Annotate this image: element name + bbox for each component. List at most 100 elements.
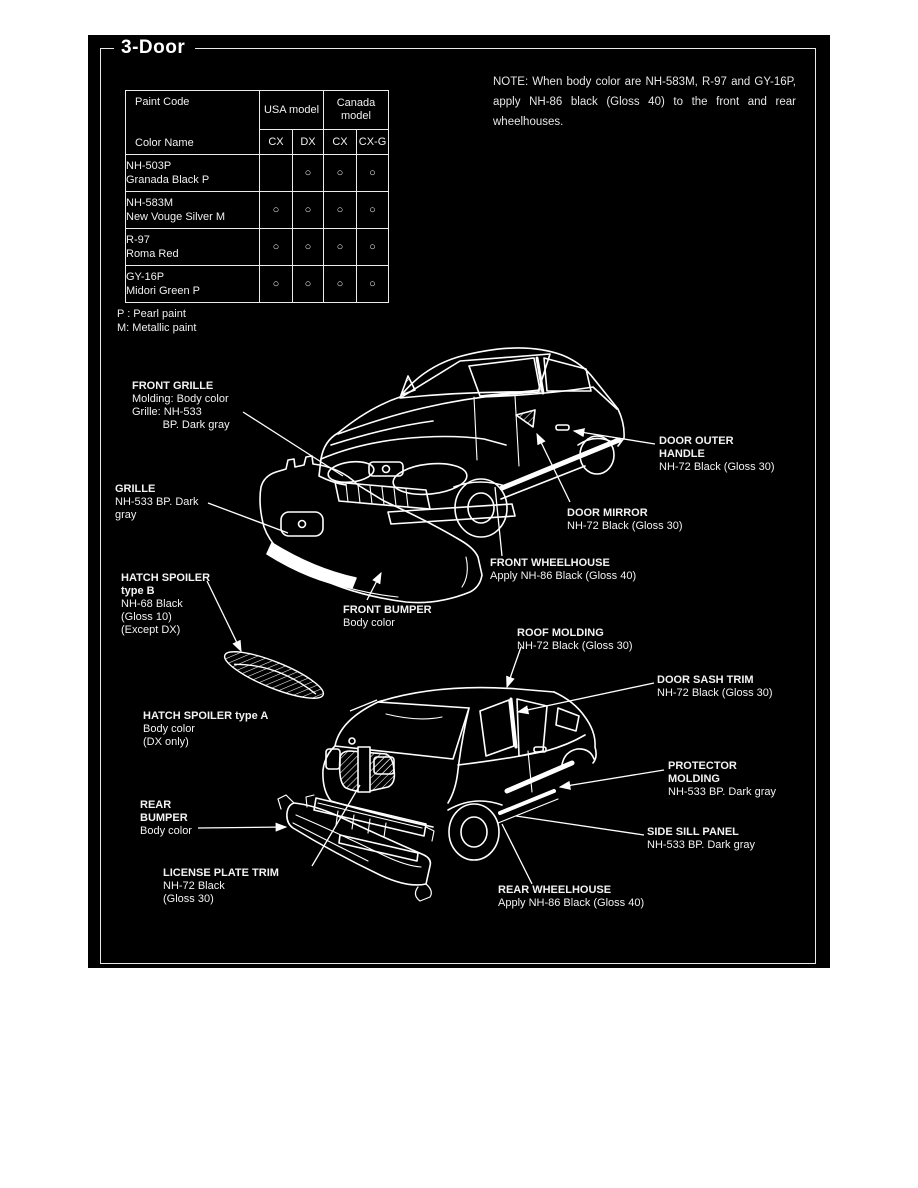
label-front-grille: FRONT GRILLE Molding: Body color Grille:…: [132, 380, 230, 432]
label-title: DOOR MIRROR: [567, 507, 648, 519]
label-front-bumper: FRONT BUMPER Body color: [343, 604, 432, 630]
leader-front-bumper: [367, 571, 382, 600]
mark-cell: ○: [356, 265, 389, 303]
leader-protector-molding: [558, 770, 664, 790]
leader-hatch-spoiler-a: [350, 700, 377, 711]
mark-cell: ○: [356, 154, 389, 192]
paint-code-table: Paint Code Color Name USA model Canada m…: [125, 90, 389, 303]
page-frame: [100, 48, 816, 964]
label-title: LICENSE PLATE TRIM: [163, 867, 279, 879]
label-title: ROOF MOLDING: [517, 627, 604, 639]
leader-front-grille: [243, 412, 343, 476]
note-text: NOTE: When body color are NH-583M, R-97 …: [493, 76, 796, 128]
label-hatch-spoiler-type-a: HATCH SPOILER type A Body color (DX only…: [143, 710, 268, 749]
table-row: NH-503P Granada Black P ○ ○ ○: [125, 154, 389, 192]
color-name: Midori Green P: [126, 285, 200, 297]
label-hatch-spoiler-type-b: HATCH SPOILER type B NH-68 Black (Gloss …: [121, 572, 210, 637]
label-title: SIDE SILL PANEL: [647, 826, 739, 838]
front-bumper-drawing: [260, 456, 482, 603]
label-roof-molding: ROOF MOLDING NH-72 Black (Gloss 30): [517, 627, 633, 653]
mark-cell: ○: [292, 154, 324, 192]
mark-cell: ○: [259, 191, 293, 229]
label-license-plate-trim: LICENSE PLATE TRIM NH-72 Black (Gloss 30…: [163, 867, 279, 906]
label-detail: NH-533 BP. Dark gray: [647, 839, 756, 851]
label-detail: Molding: Body color Grille: NH-533 BP. D…: [132, 393, 230, 431]
label-detail: NH-72 Black (Gloss 30): [163, 880, 225, 905]
label-detail: NH-533 BP. Dark gray: [668, 786, 777, 798]
label-title: REAR WHEELHOUSE: [498, 884, 612, 896]
subcol-cx-usa: CX: [259, 129, 293, 155]
paint-row-label: GY-16P Midori Green P: [125, 265, 260, 303]
leader-door-outer-handle: [572, 428, 655, 444]
label-title: PROTECTOR MOLDING: [668, 760, 737, 785]
label-detail: NH-72 Black (Gloss 30): [567, 520, 683, 532]
leader-license-plate-trim: [312, 785, 360, 866]
label-door-mirror: DOOR MIRROR NH-72 Black (Gloss 30): [567, 507, 683, 533]
label-detail: Apply NH-86 Black (Gloss 40): [498, 897, 645, 909]
label-rear-wheelhouse: REAR WHEELHOUSE Apply NH-86 Black (Gloss…: [498, 884, 644, 910]
group-canada-model: Canada model: [323, 90, 389, 130]
diagram-artwork: [88, 35, 830, 968]
leader-rear-wheelhouse: [502, 824, 532, 884]
label-title: HATCH SPOILER type A: [143, 710, 269, 722]
label-title: HATCH SPOILER type B: [121, 572, 211, 597]
front-car-drawing: [319, 348, 624, 537]
label-detail: Apply NH-86 Black (Gloss 40): [490, 570, 637, 582]
mark-cell: ○: [323, 265, 357, 303]
label-title: DOOR SASH TRIM: [657, 674, 754, 686]
label-title: FRONT BUMPER: [343, 604, 432, 616]
mark-cell: ○: [356, 191, 389, 229]
label-front-wheelhouse: FRONT WHEELHOUSE Apply NH-86 Black (Glos…: [490, 557, 636, 583]
leader-grille: [208, 503, 288, 533]
table-row: NH-583M New Vouge Silver M ○ ○ ○ ○: [125, 191, 389, 229]
label-rear-bumper: REAR BUMPER Body color: [140, 799, 192, 838]
label-detail: NH-533 BP. Dark gray: [115, 496, 199, 521]
leader-door-mirror: [537, 432, 570, 502]
leader-roof-molding: [506, 647, 521, 689]
paint-code: R-97: [126, 234, 150, 246]
label-door-outer-handle: DOOR OUTER HANDLE NH-72 Black (Gloss 30): [659, 435, 775, 474]
mark-cell: ○: [323, 191, 357, 229]
scanned-page-panel: 3-Door NOTE: When body color are NH-583M…: [88, 35, 830, 968]
leader-lines: [198, 412, 664, 884]
color-name-header: Color Name: [135, 137, 194, 149]
label-side-sill-panel: SIDE SILL PANEL NH-533 BP. Dark gray: [647, 826, 755, 852]
paint-code: NH-503P: [126, 160, 172, 172]
label-detail: Body color: [343, 617, 395, 629]
color-name: Roma Red: [126, 248, 179, 260]
rear-bumper-drawing: [278, 795, 431, 901]
color-name: New Vouge Silver M: [126, 211, 226, 223]
leader-door-sash-trim: [516, 683, 654, 715]
leader-side-sill-panel: [516, 816, 644, 835]
mark-cell: ○: [292, 191, 324, 229]
label-title: DOOR OUTER HANDLE: [659, 435, 734, 460]
color-name: Granada Black P: [126, 174, 210, 186]
label-detail: NH-72 Black (Gloss 30): [517, 640, 633, 652]
label-title: FRONT GRILLE: [132, 380, 214, 392]
paint-code: GY-16P: [126, 271, 165, 283]
section-title: 3-Door: [114, 37, 196, 59]
label-detail: NH-72 Black (Gloss 30): [657, 687, 773, 699]
hatch-spoiler-b-drawing: [220, 643, 328, 707]
table-row: GY-16P Midori Green P ○ ○ ○ ○: [125, 265, 389, 303]
label-detail: Body color: [140, 825, 192, 837]
table-row: R-97 Roma Red ○ ○ ○ ○: [125, 228, 389, 266]
label-title: GRILLE: [115, 483, 156, 495]
label-title: FRONT WHEELHOUSE: [490, 557, 610, 569]
label-door-sash-trim: DOOR SASH TRIM NH-72 Black (Gloss 30): [657, 674, 773, 700]
table-footnotes: P : Pearl paint M: Metallic paint: [117, 308, 197, 334]
mark-cell: ○: [292, 265, 324, 303]
rear-car-drawing: [306, 688, 596, 861]
paint-row-label: NH-583M New Vouge Silver M: [125, 191, 260, 229]
subcol-cx-can: CX: [323, 129, 357, 155]
table-corner-cell: Paint Code Color Name: [125, 90, 260, 155]
paint-code-header: Paint Code: [135, 96, 190, 108]
label-detail: NH-72 Black (Gloss 30): [659, 461, 775, 473]
label-protector-molding: PROTECTOR MOLDING NH-533 BP. Dark gray: [668, 760, 776, 799]
leader-rear-bumper: [198, 822, 288, 832]
mark-cell: ○: [356, 228, 389, 266]
leader-hatch-spoiler-b: [207, 581, 241, 653]
leader-front-wheelhouse: [495, 487, 502, 556]
subcol-cxg-can: CX-G: [356, 129, 389, 155]
